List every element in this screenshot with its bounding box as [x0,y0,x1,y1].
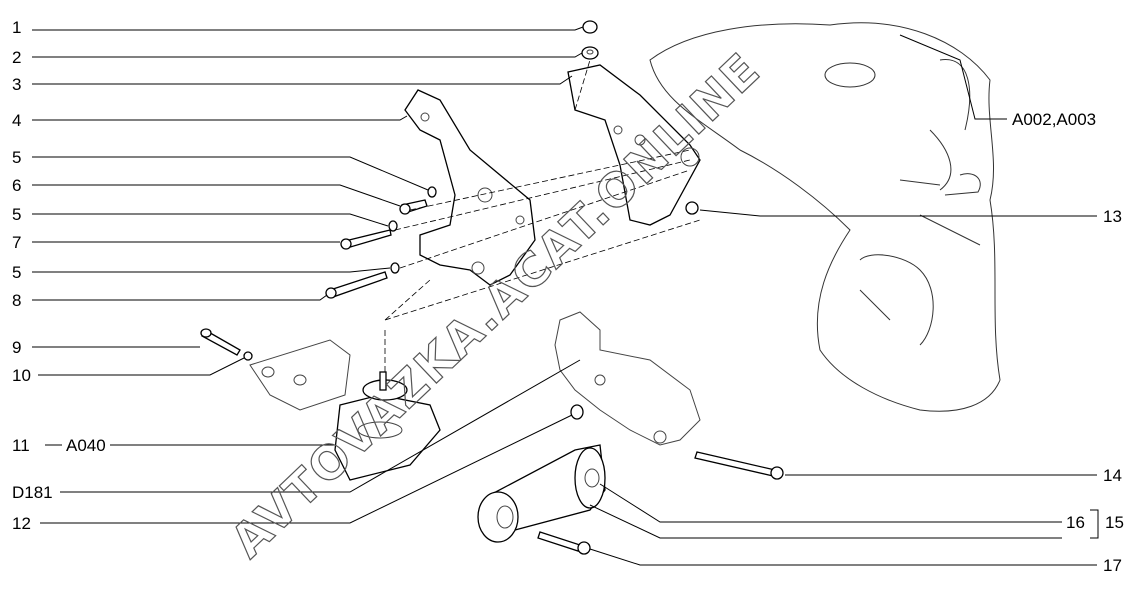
label-16: 16 [1066,513,1085,532]
bolt-6 [399,199,428,215]
washer-5a [427,186,437,198]
engine-mount-11 [334,371,441,481]
nut-1 [582,20,598,34]
bolt-17 [537,531,591,555]
label-1: 1 [12,18,21,37]
bracket-3 [567,64,701,226]
engine-block-drawing [649,22,1001,412]
label-a002-a003: A002,A003 [1012,110,1096,129]
label-14: 14 [1103,466,1122,485]
label-a040: A040 [66,436,106,455]
torque-rod-15 [477,444,606,543]
label-5c: 5 [12,263,21,282]
bolt-9 [200,328,241,356]
washer-2 [581,46,599,60]
label-15: 15 [1105,513,1124,532]
label-13: 13 [1103,207,1122,226]
label-9: 9 [12,338,21,357]
label-12: 12 [12,514,31,533]
washer-5b [388,220,398,232]
bolt-7 [340,229,392,250]
spacer-12 [570,404,584,420]
spacer-13 [685,201,699,215]
label-d181: D181 [12,483,53,502]
label-5b: 5 [12,205,21,224]
washer-10 [243,351,253,361]
label-10: 10 [12,366,31,385]
bracket-4 [404,89,536,286]
bolt-14 [694,451,784,480]
label-8: 8 [12,291,21,310]
leader-lines [32,26,1099,566]
label-4: 4 [12,111,21,130]
bracket-d181 [554,311,701,446]
label-6: 6 [12,176,21,195]
label-7: 7 [12,233,21,252]
label-2: 2 [12,48,21,67]
label-3: 3 [12,75,21,94]
label-5a: 5 [12,148,21,167]
watermark: AVTOVAZKA.ACAT.ONLINE [220,42,770,568]
bolt-8 [325,271,388,299]
label-11: 11 [12,436,30,455]
washer-5c [390,262,400,274]
label-17: 17 [1103,556,1122,575]
plate [249,339,351,411]
